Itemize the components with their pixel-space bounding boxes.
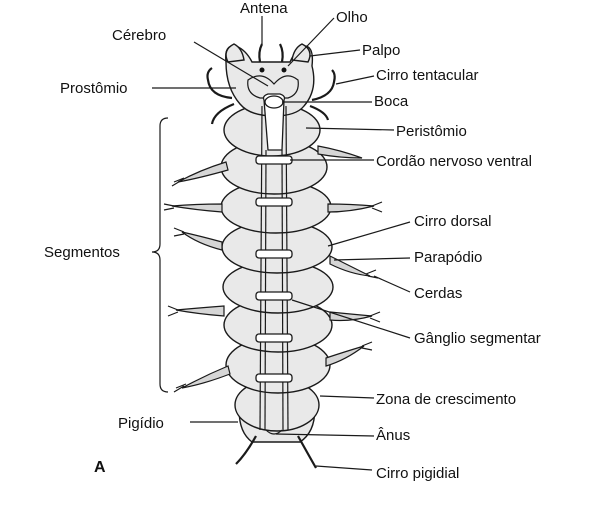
mouth: [264, 95, 284, 109]
label-cirro-tentacular: Cirro tentacular: [376, 67, 479, 84]
leader-cerdas: [373, 275, 411, 293]
brain: [247, 75, 299, 99]
setae-right-4: [369, 311, 381, 323]
parapodium-right-1: [317, 145, 363, 159]
internal-structures: [255, 93, 293, 435]
eye-left: [259, 67, 265, 73]
label-cirro-dorsal: Cirro dorsal: [414, 213, 492, 230]
segmentos-brace: [151, 117, 169, 393]
panel-letter: A: [94, 459, 106, 476]
leader-olho: [287, 17, 335, 67]
ganglion-5: [255, 333, 293, 343]
label-olho: Olho: [336, 9, 368, 26]
leader-peristomio: [305, 127, 395, 131]
label-cerdas: Cerdas: [414, 285, 462, 302]
tentacular-cirrus-right: [311, 69, 336, 102]
parapodium-left-5: [181, 365, 231, 389]
label-boca: Boca: [374, 93, 409, 110]
setae-left-4: [167, 305, 179, 317]
leader-cerebro: [193, 41, 269, 87]
palp-left: [225, 43, 245, 63]
antenna-left: [258, 43, 263, 63]
parapodium-right-5: [325, 345, 365, 367]
parapodium-right-4: [329, 311, 373, 322]
setae-left-1: [171, 177, 185, 187]
pharynx: [262, 93, 286, 151]
label-cordao: Cordão nervoso ventral: [376, 153, 532, 170]
tentacular-cirrus-left: [206, 67, 233, 100]
ganglion-6: [255, 373, 293, 383]
label-pigidio: Pigídio: [118, 415, 164, 432]
leader-parapodio: [333, 257, 411, 261]
parapodium-left-2: [171, 203, 223, 213]
setae-right-2: [371, 201, 383, 213]
leader-lines: [152, 16, 411, 471]
leader-cirro-dorsal: [327, 221, 411, 247]
pygidial-cirrus-right: [297, 435, 317, 469]
tentacular-cirrus-right-2: [309, 104, 330, 121]
leader-zona: [319, 395, 375, 399]
prostomium-head: [225, 45, 315, 117]
label-prostomio: Prostômio: [60, 80, 128, 97]
label-cirro-pigidial: Cirro pigidial: [376, 465, 459, 482]
setae-right-5: [361, 341, 373, 351]
gut-left: [264, 149, 267, 431]
label-parapodio: Parapódio: [414, 249, 482, 266]
setae-left-5: [173, 383, 187, 393]
anus: [265, 429, 283, 435]
label-segmentos: Segmentos: [44, 244, 120, 261]
pygidial-cirrus-left: [235, 435, 257, 465]
parapodium-left-3: [181, 231, 223, 251]
ganglion-2: [255, 197, 293, 207]
setae-left-3: [173, 227, 185, 237]
label-peristomio: Peristômio: [396, 123, 467, 140]
leader-cirro-tentacular: [335, 75, 375, 85]
label-anus: Ânus: [376, 427, 410, 444]
parapodia: [163, 145, 383, 393]
antenna-right: [279, 43, 284, 63]
ganglion-1: [255, 155, 293, 165]
label-ganglio: Gânglio segmentar: [414, 330, 541, 347]
leader-palpo: [309, 49, 361, 57]
labels: Antena Olho Cérebro Palpo Cirro tentacul…: [44, 0, 541, 482]
leader-ganglio: [291, 299, 411, 339]
label-palpo: Palpo: [362, 42, 400, 59]
eye-right: [281, 67, 287, 73]
pygidial-cirri: [235, 435, 317, 469]
ganglion-4: [255, 291, 293, 301]
parapodium-left-1: [177, 161, 229, 183]
leader-cirro-pigidial: [315, 465, 373, 471]
label-zona: Zona de crescimento: [376, 391, 516, 408]
gut-right: [281, 149, 284, 431]
parapodium-left-4: [175, 305, 225, 317]
setae-left-2: [163, 203, 175, 211]
worm-body: [220, 45, 334, 443]
ganglion-3: [255, 249, 293, 259]
parapodium-right-2: [327, 203, 375, 213]
label-antena: Antena: [240, 0, 288, 17]
tentacular-cirrus-left-2: [210, 102, 235, 125]
leader-anus: [275, 433, 375, 437]
label-cerebro: Cérebro: [112, 27, 166, 44]
